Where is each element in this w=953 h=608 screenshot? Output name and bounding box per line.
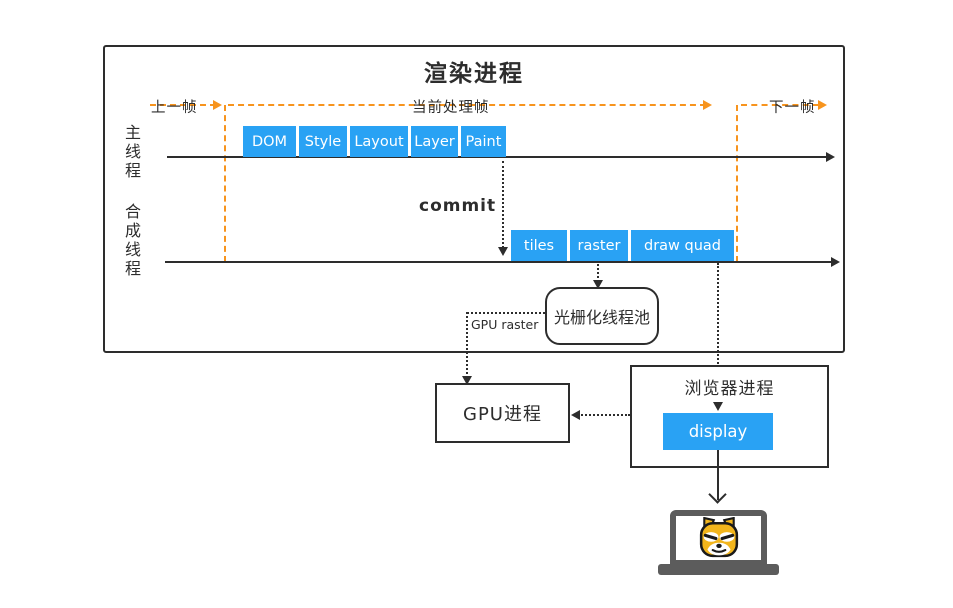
laptop-screen <box>670 510 767 566</box>
frame-guide-prev-arrow-icon <box>213 100 222 110</box>
commit-arrow-icon <box>498 247 508 256</box>
raster-pool-box: 光栅化线程池 <box>545 287 659 345</box>
stage-draw-quad: draw quad <box>631 230 734 261</box>
gpu-raster-label: GPU raster <box>471 317 539 332</box>
stage-layer: Layer <box>411 126 458 157</box>
stage-raster: raster <box>570 230 628 261</box>
raster-to-pool-line <box>597 264 599 282</box>
frame-guide-next-line <box>741 104 819 106</box>
display-to-laptop-line <box>716 450 719 500</box>
drawquad-to-display-arrow-icon <box>713 402 723 411</box>
frame-boundary-end-line <box>736 105 738 262</box>
stage-dom: DOM <box>243 126 296 157</box>
main-thread-timeline-arrow-icon <box>826 152 835 162</box>
frame-boundary-start-line <box>224 105 226 262</box>
render-process-box <box>103 45 845 353</box>
commit-label: commit <box>419 196 497 216</box>
stage-paint: Paint <box>461 126 506 157</box>
drawquad-to-display-line <box>717 263 719 403</box>
frame-label-next: 下一帧 <box>769 100 816 116</box>
gpu-raster-hline <box>467 312 545 314</box>
browser-process-title: 浏览器进程 <box>684 379 775 399</box>
frame-guide-current-line <box>228 104 706 106</box>
frame-guide-prev-line <box>150 104 216 106</box>
laptop-base <box>658 564 779 575</box>
compositor-thread-timeline <box>165 261 833 263</box>
main-thread-stages: DOM Style Layout Layer Paint <box>243 126 506 157</box>
render-process-title: 渲染进程 <box>424 61 524 87</box>
compositor-thread-timeline-arrow-icon <box>831 257 840 267</box>
gpu-process-box: GPU进程 <box>435 383 570 443</box>
stage-tiles: tiles <box>511 230 567 261</box>
stage-style: Style <box>299 126 347 157</box>
browser-to-gpu-arrow-icon <box>571 410 580 420</box>
main-thread-label: 主线程 <box>122 124 141 181</box>
gpu-raster-vline <box>466 312 468 378</box>
raster-to-pool-arrow-icon <box>593 280 603 289</box>
stage-layout: Layout <box>350 126 408 157</box>
doge-icon <box>699 517 738 558</box>
frame-guide-current-arrow-icon <box>703 100 712 110</box>
compositor-thread-label: 合成线程 <box>122 203 141 279</box>
display-to-laptop-arrow-icon <box>708 485 727 504</box>
main-thread-timeline <box>167 156 829 158</box>
compositor-thread-stages: tiles raster draw quad <box>511 230 734 261</box>
gpu-raster-arrow-icon <box>462 376 472 385</box>
frame-label-previous: 上一帧 <box>151 100 198 116</box>
browser-to-gpu-line <box>578 414 630 416</box>
commit-connector-line <box>502 161 504 248</box>
frame-guide-next-arrow-icon <box>818 100 827 110</box>
display-box: display <box>663 413 773 450</box>
frame-label-current: 当前处理帧 <box>412 100 490 116</box>
